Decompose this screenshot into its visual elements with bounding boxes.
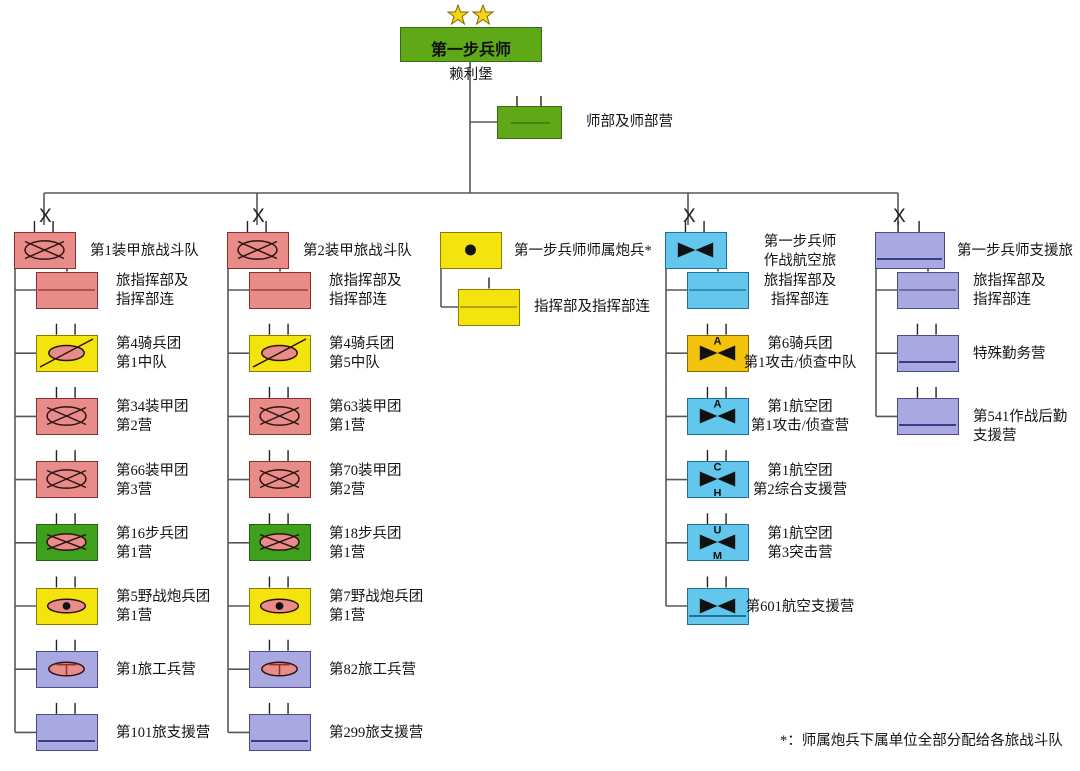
unit-symbol-bct2-4[interactable]	[249, 524, 311, 562]
unit-label-bct2-7: 第299旅支援营	[329, 724, 424, 741]
unit-label-bct2-0: 旅指挥部及 指挥部连	[329, 273, 402, 308]
unit-symbol-bct1-0[interactable]	[36, 271, 98, 309]
unit-label-bct1-7: 第101旅支援营	[116, 724, 211, 741]
unit-symbol-bct2-3[interactable]	[249, 461, 311, 499]
unit-label-bct1-6: 第1旅工兵营	[116, 661, 196, 678]
unit-label-bct2: 第2装甲旅战斗队	[303, 243, 412, 259]
unit-symbol-bct1-7[interactable]	[36, 713, 98, 751]
unit-label-cab-3: 第1航空团 第2综合支援营	[752, 462, 848, 498]
echelon-marker-bct2: X	[252, 206, 265, 227]
unit-symbol-sustain[interactable]	[875, 232, 945, 269]
unit-label-bct1-5: 第5野战炮兵团 第1营	[116, 589, 211, 624]
unit-symbol-cab-2[interactable]: A	[687, 397, 749, 435]
unit-symbol-cab-0[interactable]	[687, 271, 749, 309]
unit-symbol-sustain-2[interactable]	[897, 397, 959, 435]
echelon-marker-sustain: X	[893, 206, 906, 227]
unit-label-cab-1: 第6骑兵团 第1攻击/侦查中队	[743, 336, 857, 372]
unit-symbol-bct1-1[interactable]	[36, 334, 98, 372]
division-box[interactable]	[400, 27, 542, 62]
unit-label-bct1: 第1装甲旅战斗队	[90, 243, 199, 259]
division-location: 赖利堡	[449, 67, 493, 83]
svg-text:H: H	[714, 488, 722, 497]
unit-symbol-bct2-0[interactable]	[249, 271, 311, 309]
unit-symbol-bct2[interactable]	[227, 232, 289, 269]
unit-symbol-divarty[interactable]	[440, 232, 502, 269]
unit-label-sustain-2: 第541作战后勤支援营	[973, 408, 1068, 444]
svg-text:U: U	[714, 525, 722, 537]
unit-label-bct2-5: 第7野战炮兵团 第1营	[329, 589, 424, 624]
unit-symbol-divarty-0[interactable]	[458, 288, 520, 326]
unit-symbol-cab-1[interactable]: A	[687, 334, 749, 372]
unit-symbol-bct1-5[interactable]	[36, 587, 98, 625]
unit-label-sustain: 第一步兵师支援旅	[957, 243, 1073, 259]
unit-label-bct2-1: 第4骑兵团 第5中队	[329, 336, 395, 372]
division-title: 第一步兵师	[430, 42, 511, 59]
division-hq-label: 师部及师部营	[586, 114, 673, 130]
unit-symbol-bct2-7[interactable]	[249, 713, 311, 751]
unit-symbol-sustain-0[interactable]	[897, 271, 959, 309]
unit-label-bct1-3: 第66装甲团 第3营	[116, 462, 189, 498]
unit-symbol-bct2-6[interactable]	[249, 650, 311, 688]
unit-label-cab: 第一步兵师 作战航空旅	[763, 233, 837, 269]
unit-label-bct2-3: 第70装甲团 第2营	[329, 462, 402, 498]
svg-text:A: A	[714, 336, 722, 348]
unit-symbol-bct1-3[interactable]	[36, 461, 98, 499]
unit-label-bct1-1: 第4骑兵团 第1中队	[116, 336, 182, 372]
unit-label-cab-4: 第1航空团 第3突击营	[767, 525, 833, 561]
unit-label-sustain-1: 特殊勤务营	[973, 345, 1046, 362]
unit-label-bct2-4: 第18步兵团 第1营	[329, 525, 402, 561]
svg-text:C: C	[714, 462, 722, 474]
unit-symbol-bct2-2[interactable]	[249, 397, 311, 435]
unit-symbol-cab-5[interactable]	[687, 587, 749, 625]
unit-symbol-bct1-4[interactable]	[36, 524, 98, 562]
echelon-marker-cab: X	[683, 206, 696, 227]
unit-label-divarty: 第一步兵师师属炮兵*	[514, 243, 652, 259]
unit-label-sustain-0: 旅指挥部及 指挥部连	[973, 273, 1046, 308]
unit-symbol-bct1[interactable]	[14, 232, 76, 269]
echelon-marker-bct1: X	[39, 206, 52, 227]
unit-label-bct2-2: 第63装甲团 第1营	[329, 399, 402, 435]
svg-text:A: A	[714, 399, 722, 411]
footnote: *：师属炮兵下属单位全部分配给各旅战斗队	[780, 733, 1063, 749]
rank-stars-icon	[446, 3, 499, 31]
unit-label-bct1-4: 第16步兵团 第1营	[116, 525, 189, 561]
unit-label-bct2-6: 第82旅工兵营	[329, 661, 416, 678]
unit-label-cab-0: 旅指挥部及 指挥部连	[763, 273, 837, 308]
svg-text:M: M	[713, 551, 722, 560]
unit-label-cab-5: 第601航空支援营	[745, 598, 855, 615]
unit-symbol-bct1-6[interactable]	[36, 650, 98, 688]
unit-label-divarty-0: 指挥部及指挥部连	[534, 299, 650, 315]
unit-label-cab-2: 第1航空团 第1攻击/侦查营	[750, 399, 850, 435]
unit-label-bct1-2: 第34装甲团 第2营	[116, 399, 189, 435]
division-hq-box[interactable]	[497, 106, 562, 139]
unit-symbol-sustain-1[interactable]	[897, 334, 959, 372]
unit-symbol-bct1-2[interactable]	[36, 397, 98, 435]
unit-label-bct1-0: 旅指挥部及 指挥部连	[116, 273, 189, 308]
unit-symbol-bct2-5[interactable]	[249, 587, 311, 625]
unit-symbol-bct2-1[interactable]	[249, 334, 311, 372]
unit-symbol-cab[interactable]	[665, 232, 727, 269]
